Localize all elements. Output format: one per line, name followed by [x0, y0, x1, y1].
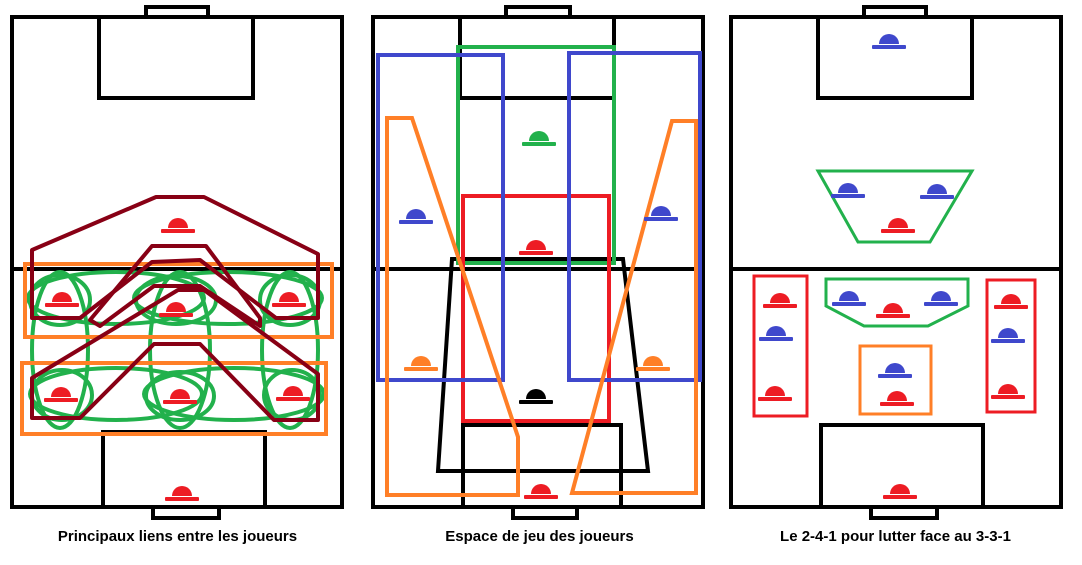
pitch-3-groups: [752, 169, 1037, 418]
player-red: [994, 294, 1028, 309]
pitch-1-green-links: [26, 270, 326, 430]
player-red: [876, 303, 910, 318]
group-red-right: [985, 278, 1037, 414]
pitch-2-bottom-goal: [511, 505, 579, 520]
pitch-3-players: [758, 34, 1028, 499]
player-red: [991, 384, 1025, 399]
link-shape: [30, 288, 320, 422]
zone-orange-right: [569, 119, 698, 495]
player-blue: [872, 34, 906, 49]
player-red: [276, 386, 310, 401]
link-ellipse: [260, 270, 320, 430]
player-blue: [991, 328, 1025, 343]
pitch-1-orange-lines: [20, 262, 334, 436]
player-red: [763, 293, 797, 308]
player-red: [880, 391, 914, 406]
pitch-3-bottom-goal: [869, 505, 939, 520]
zone-red: [461, 194, 611, 423]
player-red: [524, 484, 558, 499]
player-red: [161, 218, 195, 233]
player-blue: [924, 291, 958, 306]
group-red-left: [752, 274, 809, 418]
player-red: [883, 484, 917, 499]
caption-playing-space: Espace de jeu des joueurs: [445, 528, 634, 545]
group-green-top: [815, 169, 975, 244]
player-red: [159, 302, 193, 317]
midfield-line-box: [23, 262, 334, 339]
player-red: [881, 218, 915, 233]
player-red: [272, 292, 306, 307]
player-red: [758, 386, 792, 401]
zone-blue-right: [567, 51, 702, 382]
zone-orange-left: [385, 116, 520, 497]
player-blue: [759, 326, 793, 341]
player-blue: [831, 183, 865, 198]
pitch-1-maroon-links: [30, 195, 320, 422]
player-black: [519, 389, 553, 404]
caption-2-4-1-formation: Le 2-4-1 pour lutter face au 3-3-1: [780, 528, 1011, 545]
link-ellipse: [148, 270, 212, 430]
player-blue: [920, 184, 954, 199]
defense-line-box: [20, 361, 328, 436]
pitch-1-top-box: [97, 15, 255, 100]
player-orange: [636, 356, 670, 371]
pitch-1-top-goal: [144, 5, 210, 19]
pitch-3: [729, 5, 1063, 520]
pitch-3-outline: [729, 15, 1063, 509]
link-ellipse: [30, 270, 90, 430]
caption-main-links: Principaux liens entre les joueurs: [57, 528, 298, 545]
pitch-2-top-goal: [504, 5, 572, 19]
player-red: [163, 389, 197, 404]
player-red: [165, 486, 199, 501]
pitch-3-top-box: [816, 15, 974, 100]
player-blue: [399, 209, 433, 224]
pitch-3-top-goal: [862, 5, 928, 19]
zone-black: [435, 257, 651, 473]
player-red: [45, 292, 79, 307]
zone-blue-left: [376, 53, 505, 382]
pitch-3-bottom-box: [819, 423, 985, 509]
link-shape: [88, 244, 262, 328]
group-orange: [858, 344, 933, 416]
group-green-mid: [824, 277, 970, 328]
player-blue: [878, 363, 912, 378]
link-shape: [30, 195, 320, 320]
pitch-2-zones: [376, 45, 702, 497]
player-red: [519, 240, 553, 255]
pitch-2-top-box: [458, 15, 616, 100]
player-blue: [832, 291, 866, 306]
player-green: [522, 131, 556, 146]
zone-green: [456, 45, 616, 265]
pitch-1-bottom-goal: [151, 505, 221, 520]
player-orange: [404, 356, 438, 371]
player-red: [44, 387, 78, 402]
